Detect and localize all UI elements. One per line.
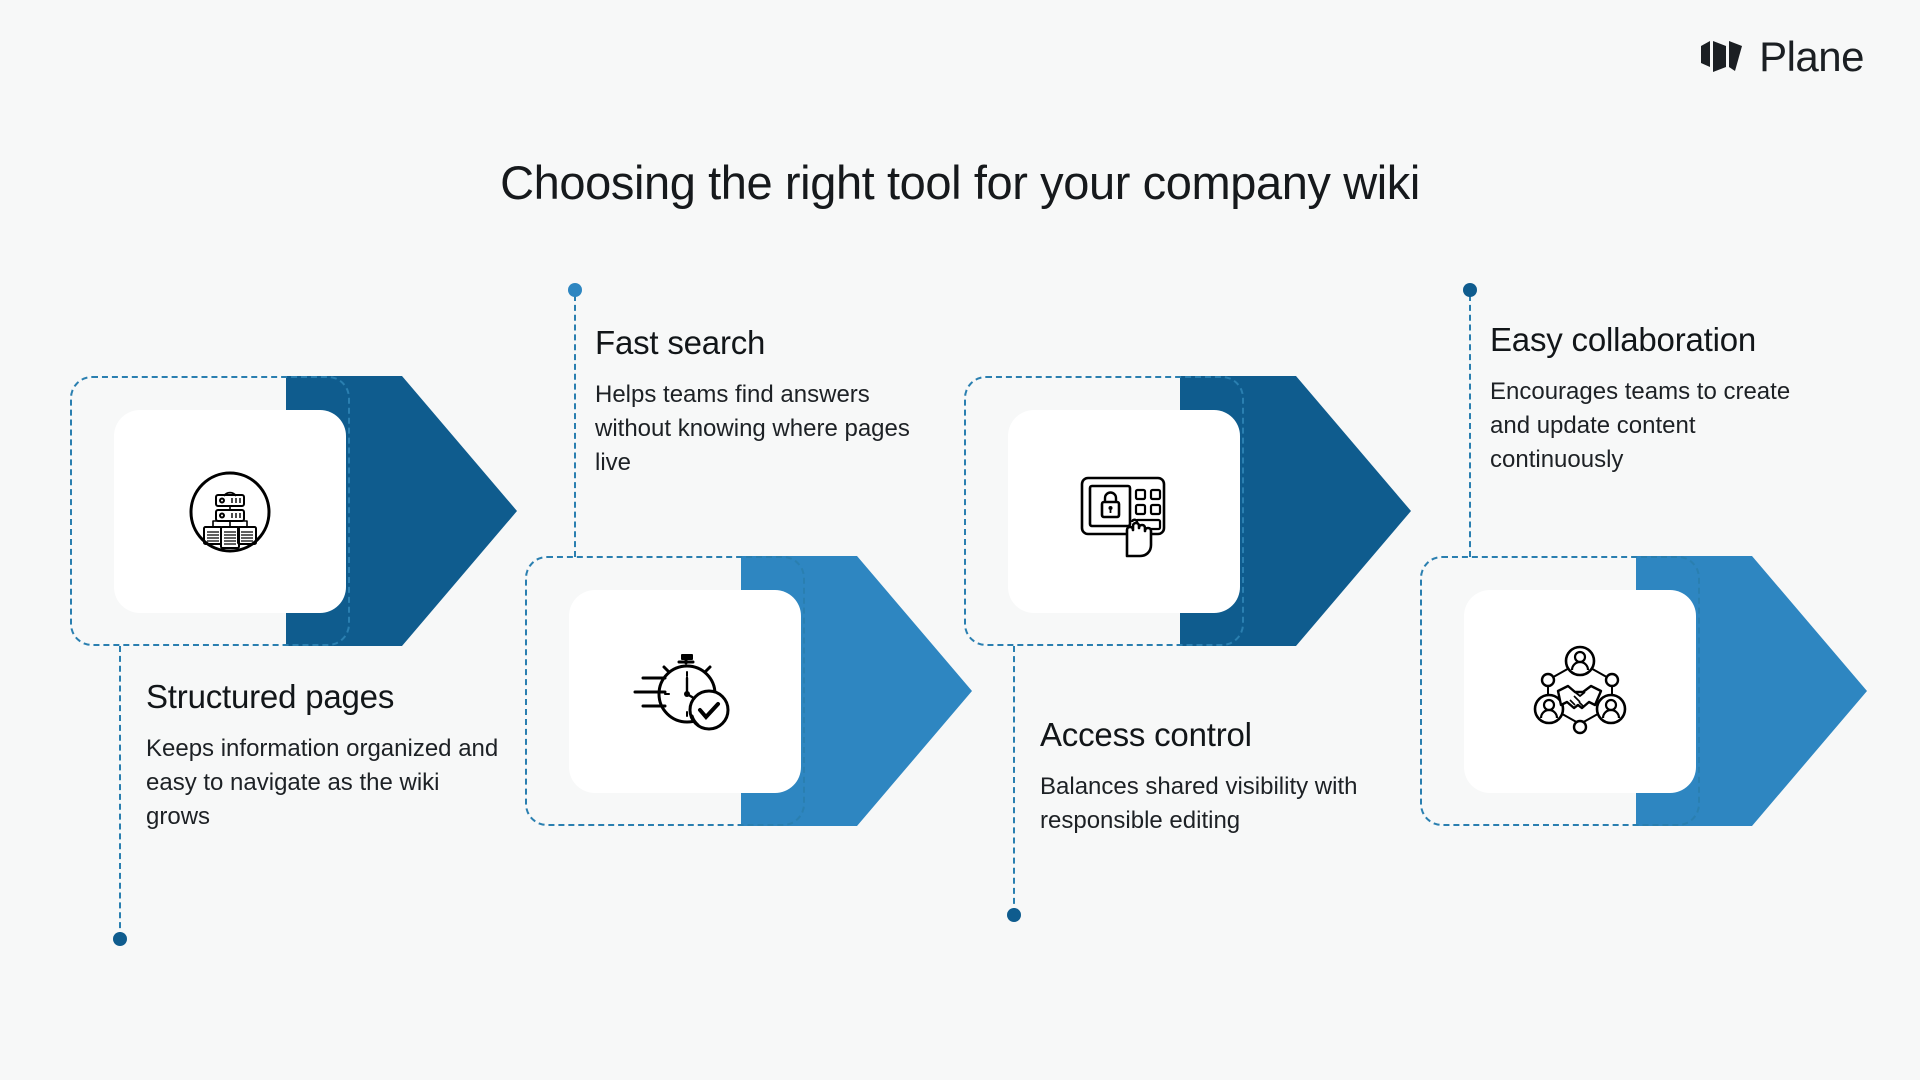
sitemap-hierarchy-icon (180, 462, 280, 562)
step-2-text: Fast search Helps teams find answers wit… (595, 324, 940, 480)
page-title: Choosing the right tool for your company… (500, 156, 1420, 210)
brand-name: Plane (1759, 33, 1864, 80)
keypad-lock-hand-icon (1072, 464, 1176, 560)
step-4-connector (1469, 295, 1471, 557)
step-3-description: Balances shared visibility with responsi… (1040, 772, 1358, 835)
brand-logo: Plane (1699, 36, 1864, 78)
step-4-connector-dot (1463, 283, 1477, 297)
step-2-title: Fast search (595, 324, 766, 361)
step-1-connector (119, 646, 121, 938)
step-4-title: Easy collaboration (1490, 321, 1757, 358)
step-4-description: Encourages teams to create and update co… (1490, 377, 1791, 474)
step-1-outline (70, 376, 350, 646)
step-1-connector-dot (113, 932, 127, 946)
step-1-text: Structured pages Keeps information organ… (146, 678, 506, 834)
step-4-icon-card (1464, 590, 1696, 793)
step-3-title: Access control (1040, 716, 1252, 753)
step-3-outline (964, 376, 1244, 646)
step-2-icon-card (569, 590, 801, 793)
step-3-connector-dot (1007, 908, 1021, 922)
step-1-description: Keeps information organized and easy to … (146, 734, 499, 831)
step-3-icon-card (1008, 410, 1240, 613)
step-2-description: Helps teams find answers without knowing… (595, 380, 910, 477)
stopwatch-check-icon (629, 642, 741, 742)
step-4-outline (1420, 556, 1700, 826)
step-2-connector (574, 295, 576, 557)
step-4-text: Easy collaboration Encourages teams to c… (1490, 321, 1820, 477)
step-3-connector (1013, 646, 1015, 914)
network-handshake-icon (1528, 642, 1632, 742)
plane-logo-icon (1699, 37, 1745, 78)
step-1-title: Structured pages (146, 678, 395, 715)
step-3-text: Access control Balances shared visibilit… (1040, 716, 1400, 838)
step-2-outline (525, 556, 805, 826)
step-1-icon-card (114, 410, 346, 613)
step-2-connector-dot (568, 283, 582, 297)
